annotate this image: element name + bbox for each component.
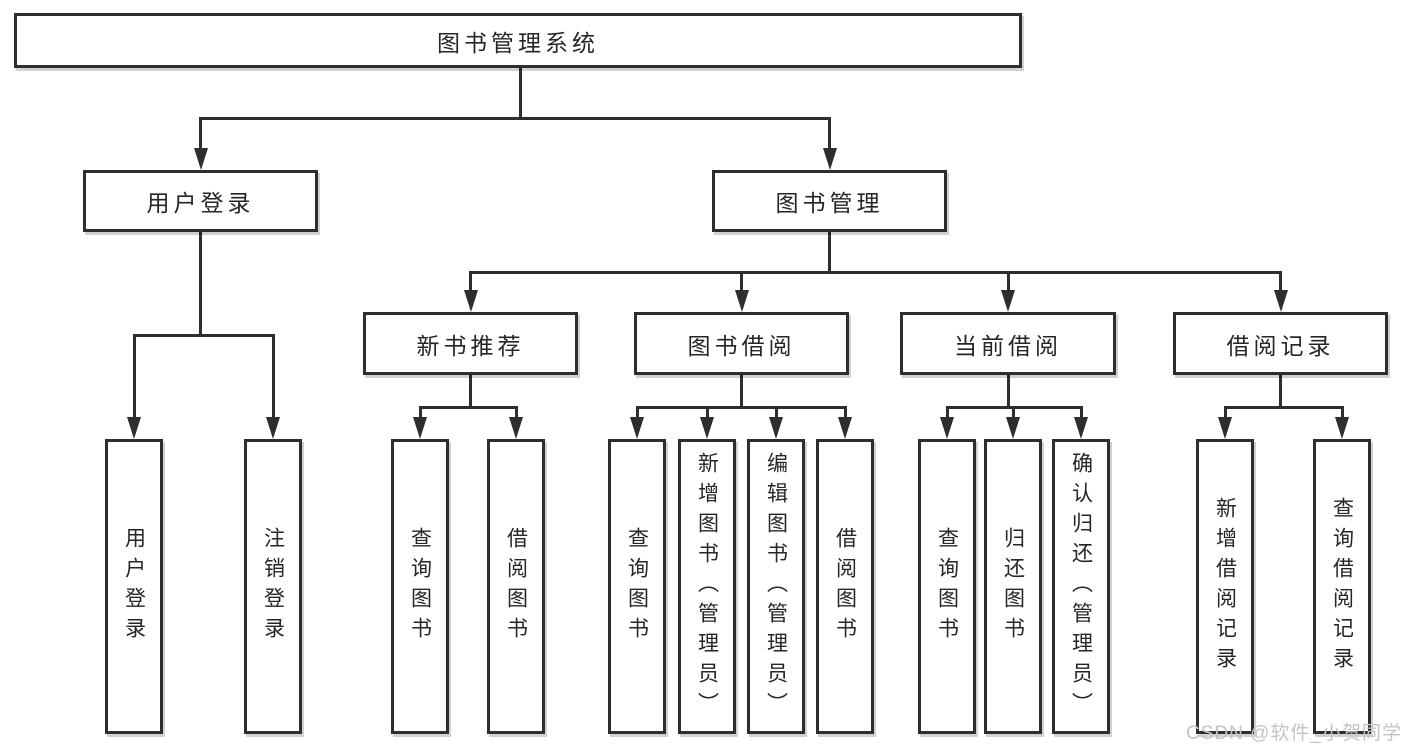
leaf-query-book-3: 查询图书 xyxy=(918,439,976,734)
node-label: 借阅图书 xyxy=(833,526,857,647)
connector-line xyxy=(418,405,518,409)
leaf-add-book-admin: 新增图书（管理员） xyxy=(678,439,736,734)
node-current-borrow: 当前借阅 xyxy=(900,312,1116,375)
csdn-watermark: CSDN @软件_小贺同学 xyxy=(1186,723,1402,744)
arrow-down-icon xyxy=(127,417,141,439)
connector-line xyxy=(828,232,831,273)
connector-line xyxy=(469,270,1282,274)
node-label: 用户登录 xyxy=(146,190,255,216)
connector-line xyxy=(1006,272,1010,292)
connector-line xyxy=(1079,407,1083,419)
arrow-down-icon xyxy=(1001,290,1015,312)
node-label: 查询图书 xyxy=(935,526,959,647)
node-label: 新增图书（管理员） xyxy=(695,451,719,722)
connector-line xyxy=(635,407,639,419)
connector-line xyxy=(199,116,831,120)
leaf-borrow-book-1: 借阅图书 xyxy=(487,439,545,734)
node-label: 当前借阅 xyxy=(954,332,1062,359)
connector-line xyxy=(418,407,422,419)
node-user-login: 用户登录 xyxy=(83,170,318,232)
arrow-down-icon xyxy=(838,417,852,439)
connector-line xyxy=(1011,407,1015,419)
node-label: 新增借阅记录 xyxy=(1213,496,1237,677)
arrow-down-icon xyxy=(193,148,208,170)
leaf-return-book: 归还图书 xyxy=(984,439,1042,734)
connector-line xyxy=(469,272,472,292)
node-label: 注销登录 xyxy=(261,526,285,647)
connector-line xyxy=(635,405,847,409)
leaf-query-book-2: 查询图书 xyxy=(608,439,666,734)
arrow-down-icon xyxy=(1218,417,1232,439)
connector-line xyxy=(828,118,831,151)
connector-line xyxy=(740,375,743,408)
leaf-borrow-book-2: 借阅图书 xyxy=(816,439,874,734)
connector-line xyxy=(1223,405,1344,409)
node-label: 图书借阅 xyxy=(687,332,796,359)
leaf-query-borrow-record: 查询借阅记录 xyxy=(1313,439,1371,734)
node-label: 确认归还（管理员） xyxy=(1069,451,1093,722)
leaf-confirm-return-admin: 确认归还（管理员） xyxy=(1052,439,1110,734)
node-label: 查询图书 xyxy=(408,526,432,647)
connector-line xyxy=(843,407,847,419)
arrow-down-icon xyxy=(1006,417,1020,439)
connector-line xyxy=(1279,272,1282,292)
connector-line xyxy=(1006,375,1010,408)
connector-line xyxy=(469,375,472,408)
arrow-down-icon xyxy=(769,417,783,439)
node-label: 新书推荐 xyxy=(416,332,525,359)
arrow-down-icon xyxy=(1273,290,1288,312)
node-label: 归还图书 xyxy=(1001,526,1025,647)
arrow-down-icon xyxy=(1335,417,1349,439)
connector-line xyxy=(774,407,778,419)
arrow-down-icon xyxy=(700,417,714,439)
leaf-user-login: 用户登录 xyxy=(105,439,163,734)
node-label: 用户登录 xyxy=(122,526,146,647)
connector-line xyxy=(271,335,275,419)
arrow-down-icon xyxy=(734,290,749,312)
node-system-root: 图书管理系统 xyxy=(14,13,1022,68)
arrow-down-icon xyxy=(940,417,954,439)
node-label: 借阅图书 xyxy=(504,526,528,647)
node-label: 图书管理系统 xyxy=(437,29,599,56)
connector-line xyxy=(740,272,743,292)
connector-line xyxy=(1340,407,1344,419)
connector-line xyxy=(132,335,136,419)
node-label: 编辑图书（管理员） xyxy=(764,451,788,722)
node-borrow-records: 借阅记录 xyxy=(1173,312,1388,375)
connector-line xyxy=(199,232,202,336)
node-book-borrow: 图书借阅 xyxy=(634,312,849,375)
arrow-down-icon xyxy=(413,417,427,439)
node-label: 借阅记录 xyxy=(1226,332,1335,359)
leaf-add-borrow-record: 新增借阅记录 xyxy=(1196,439,1254,734)
connector-line xyxy=(945,407,949,419)
node-new-book-recommend: 新书推荐 xyxy=(363,312,578,375)
arrow-down-icon xyxy=(1074,417,1088,439)
node-label: 查询图书 xyxy=(625,526,649,647)
arrow-down-icon xyxy=(509,417,523,439)
connector-line xyxy=(1223,407,1227,419)
connector-line xyxy=(518,68,522,119)
leaf-query-book-1: 查询图书 xyxy=(391,439,449,734)
node-label: 查询借阅记录 xyxy=(1330,496,1354,677)
connector-line xyxy=(705,407,709,419)
arrow-down-icon xyxy=(266,417,280,439)
node-book-management: 图书管理 xyxy=(712,170,947,232)
arrow-down-icon xyxy=(822,148,837,170)
arrow-down-icon xyxy=(630,417,644,439)
connector-line xyxy=(514,407,518,419)
connector-line xyxy=(199,118,202,151)
connector-line xyxy=(1279,375,1282,408)
leaf-edit-book-admin: 编辑图书（管理员） xyxy=(747,439,805,734)
arrow-down-icon xyxy=(463,290,478,312)
leaf-logout: 注销登录 xyxy=(244,439,302,734)
node-label: 图书管理 xyxy=(775,190,884,216)
connector-line xyxy=(132,333,275,337)
